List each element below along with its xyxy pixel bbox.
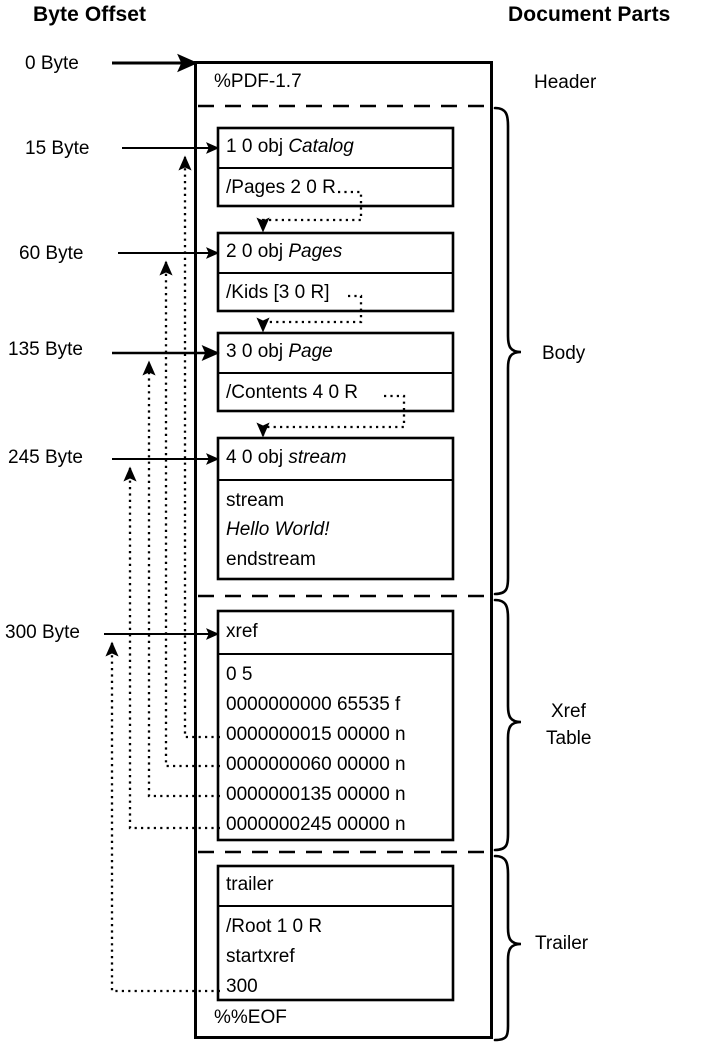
xref-keyword: xref [226, 621, 258, 642]
object-4-stream-content: Hello World! [226, 519, 330, 540]
xref-entry-arrows [105, 155, 220, 993]
brace-xref [493, 598, 522, 852]
object-4-title-number: 4 0 obj [226, 447, 289, 468]
object-4-title-type: stream [288, 447, 347, 468]
object-3-title-number: 3 0 obj [226, 341, 289, 362]
object-3-title: 3 0 obj Page [226, 341, 333, 363]
ref-arrow-contents [256, 394, 406, 438]
trailer-startxref-value: 300 [226, 976, 258, 997]
xref-box [216, 609, 455, 842]
trailer-box [216, 864, 455, 1002]
document-part-label-body: Body [542, 343, 586, 364]
xref-entry-0: 0000000000 65535 f [226, 694, 401, 715]
pdf-header-line: %PDF-1.7 [214, 71, 302, 92]
object-1-title: 1 0 obj Catalog [226, 136, 354, 158]
brace-body [493, 106, 522, 596]
byte-offset-label-60: 60 Byte [19, 243, 84, 264]
object-box-2 [216, 231, 455, 313]
document-part-label-xref-line1: Xref [551, 701, 586, 722]
pdf-eof-line: %%EOF [214, 1007, 287, 1028]
byte-offset-label-245: 245 Byte [8, 447, 83, 468]
xref-arrow-245 [123, 466, 220, 830]
xref-entry-2: 0000000060 00000 n [226, 754, 406, 775]
object-1-body: /Pages 2 0 R [226, 177, 336, 198]
xref-entry-4: 0000000245 00000 n [226, 814, 406, 835]
object-4-stream-begin: stream [226, 490, 285, 511]
object-3-body: /Contents 4 0 R [226, 382, 359, 403]
xref-arrow-15 [178, 155, 220, 739]
ref-arrow-kids [256, 294, 363, 333]
document-part-label-xref-line2: Table [546, 728, 592, 749]
object-box-3 [216, 331, 455, 413]
byte-offset-heading: Byte Offset [33, 3, 147, 26]
object-2-title: 2 0 obj Pages [226, 241, 342, 263]
xref-arrow-60 [159, 260, 220, 768]
object-box-4 [216, 436, 455, 581]
byte-offset-label-300: 300 Byte [5, 622, 80, 643]
brace-trailer [493, 854, 522, 1042]
object-1-title-type: Catalog [288, 136, 354, 157]
trailer-keyword: trailer [226, 874, 274, 895]
section-divider-lines [198, 104, 492, 854]
object-reference-arrows [256, 190, 406, 438]
document-parts-heading: Document Parts [508, 3, 671, 26]
xref-arrow-300 [105, 641, 220, 993]
byte-offset-label-15: 15 Byte [25, 138, 90, 159]
object-2-title-type: Pages [288, 241, 343, 262]
byte-offset-label-135: 135 Byte [8, 339, 83, 360]
document-part-label-trailer: Trailer [535, 933, 589, 954]
object-box-1 [216, 126, 455, 208]
object-2-body: /Kids [3 0 R] [226, 282, 330, 303]
xref-entry-1: 0000000015 00000 n [226, 724, 406, 745]
document-part-braces [493, 106, 522, 1042]
object-4-title: 4 0 obj stream [226, 447, 346, 469]
pdf-document-outline [194, 61, 493, 1039]
byte-offset-label-0: 0 Byte [25, 53, 79, 74]
trailer-root-line: /Root 1 0 R [226, 916, 323, 937]
document-part-label-header: Header [534, 72, 597, 93]
object-1-title-number: 1 0 obj [226, 136, 289, 157]
trailer-startxref-keyword: startxref [226, 946, 295, 967]
object-2-title-number: 2 0 obj [226, 241, 289, 262]
xref-count-line: 0 5 [226, 664, 253, 685]
object-3-title-type: Page [288, 341, 333, 362]
object-4-stream-end: endstream [226, 549, 316, 570]
object-boxes [216, 126, 455, 1002]
xref-entry-3: 0000000135 00000 n [226, 784, 406, 805]
xref-arrow-135 [142, 360, 220, 798]
byte-offset-arrows [104, 53, 220, 640]
